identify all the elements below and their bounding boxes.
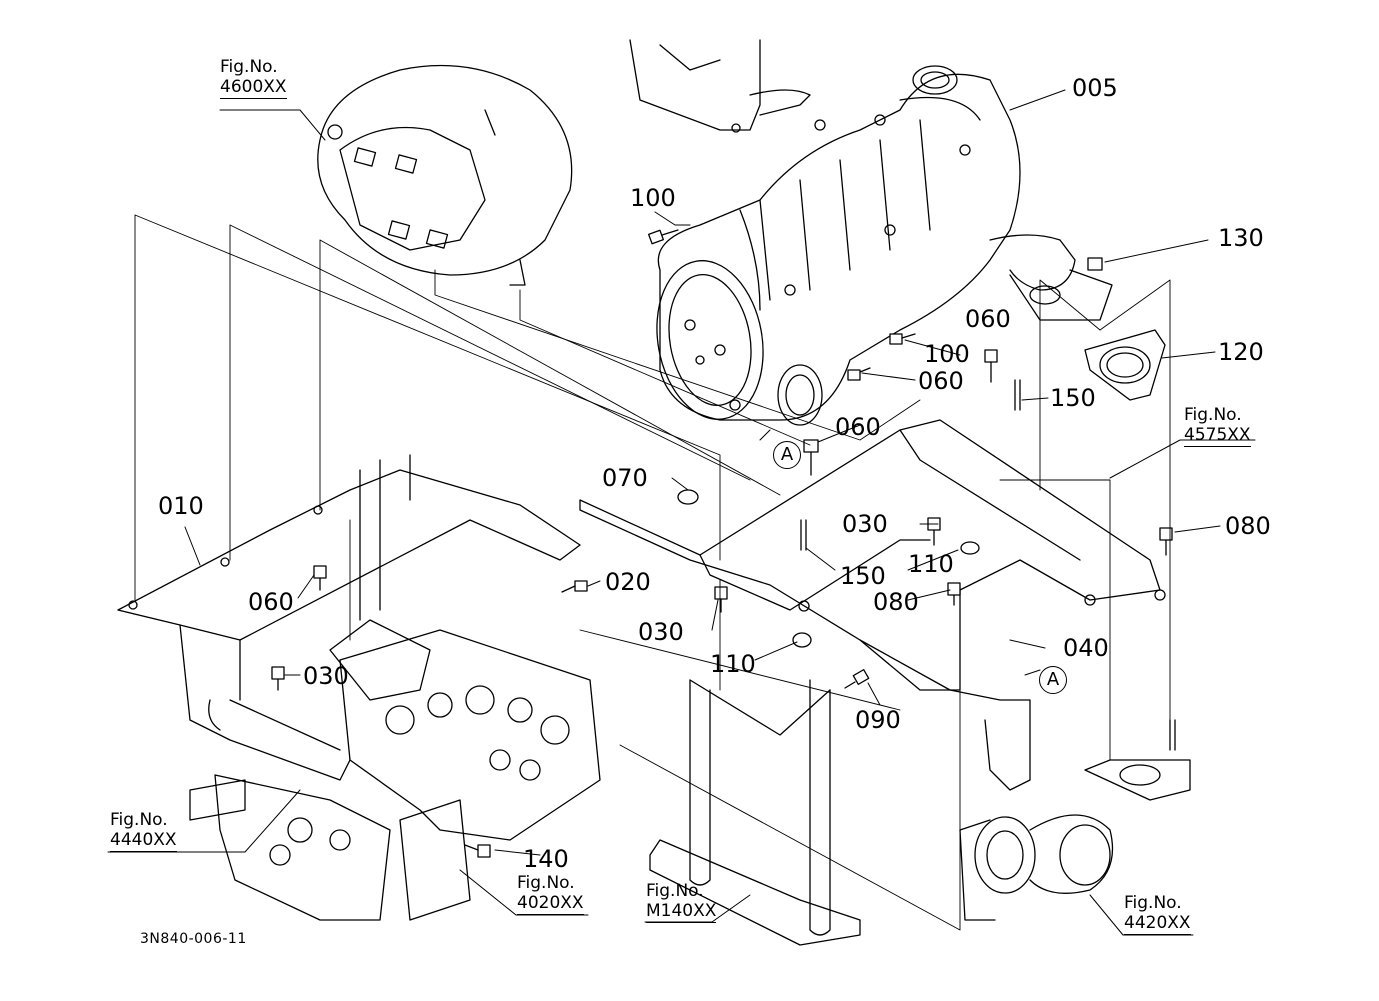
part-label-030: 030 [303,662,349,690]
bolt-060-upper [984,349,998,383]
figure-ref-4440: Fig.No. 4440XX [110,810,177,853]
nut-110-center [960,541,980,555]
upper-left-dpf-part [317,64,573,286]
figure-ref-m140: Fig.No. M140XX [646,881,717,924]
part-label-040: 040 [1063,634,1109,662]
stud-lower-right [1169,719,1176,751]
part-label-005: 005 [1072,74,1118,102]
dpf-muffler-assembly [656,65,1113,426]
part-label-130: 130 [1218,224,1264,252]
part-label-080: 080 [1225,512,1271,540]
view-marker-a: A [1039,666,1067,694]
part-label-110: 110 [908,550,954,578]
stud-150-center [800,519,807,551]
top-bracket [629,39,811,133]
part-label-100: 100 [630,184,676,212]
figure-ref-prefix: Fig.No. [517,873,575,893]
part-label-100: 100 [924,340,970,368]
figure-ref-number: 4020XX [517,893,584,916]
figure-ref-4420: Fig.No. 4420XX [1124,893,1191,936]
leader-lines [107,89,1256,936]
figure-ref-4600: Fig.No. 4600XX [220,57,287,100]
figure-ref-prefix: Fig.No. [1184,405,1242,425]
figure-ref-prefix: Fig.No. [110,810,168,830]
support-frame-040 [579,419,1166,791]
part-label-150: 150 [1050,384,1096,412]
part-label-060: 060 [835,413,881,441]
part-label-060: 060 [918,367,964,395]
part-label-030: 030 [638,618,684,646]
figure-ref-4575: Fig.No. 4575XX [1184,405,1251,448]
nut-070 [677,489,699,505]
figure-ref-prefix: Fig.No. [646,881,704,901]
figure-ref-number: 4440XX [110,830,177,853]
part-label-030: 030 [842,510,888,538]
bolt-080-right [1159,527,1173,556]
bolt-100b [889,333,916,345]
bolt-030-left [271,666,285,691]
nut-110-lower [792,632,812,648]
bolt-060-muffler [847,367,871,381]
nut-130 [1087,257,1103,271]
part-label-060: 060 [965,305,1011,333]
part-label-150: 150 [840,562,886,590]
bolt-060-center [803,439,819,476]
left-bracket-010 [117,454,581,781]
part-label-090: 090 [855,706,901,734]
cylinder-head [189,619,601,921]
bolt-080-mid [947,582,961,606]
part-label-080: 080 [873,588,919,616]
figure-ref-prefix: Fig.No. [220,57,278,77]
bolt-060-left [313,565,327,591]
figure-ref-number: M140XX [646,901,717,924]
turbocharger [959,759,1191,921]
part-label-110: 110 [710,650,756,678]
bolt-090 [844,669,870,689]
part-label-140: 140 [523,845,569,873]
alignment-lines [134,214,1171,931]
figure-ref-4020: Fig.No. 4020XX [517,873,584,916]
figure-ref-number: 4575XX [1184,425,1251,448]
figure-ref-prefix: Fig.No. [1124,893,1182,913]
drawing-code: 3N840-006-11 [140,931,247,947]
part-label-070: 070 [602,464,648,492]
bolt-140 [464,844,491,858]
bolt-100a [648,229,679,245]
figure-ref-number: 4600XX [220,77,287,100]
view-marker-a: A [773,441,801,469]
stud-150-right [1014,379,1021,411]
figure-ref-number: 4420XX [1124,913,1191,936]
bolt-020 [561,580,588,593]
fasteners [271,229,1176,858]
part-label-120: 120 [1218,338,1264,366]
part-label-010: 010 [158,492,204,520]
part-label-020: 020 [605,568,651,596]
part-label-060: 060 [248,588,294,616]
stand-m140 [649,679,861,946]
gasket-120 [1084,329,1166,401]
bolt-030-lower [714,586,728,613]
